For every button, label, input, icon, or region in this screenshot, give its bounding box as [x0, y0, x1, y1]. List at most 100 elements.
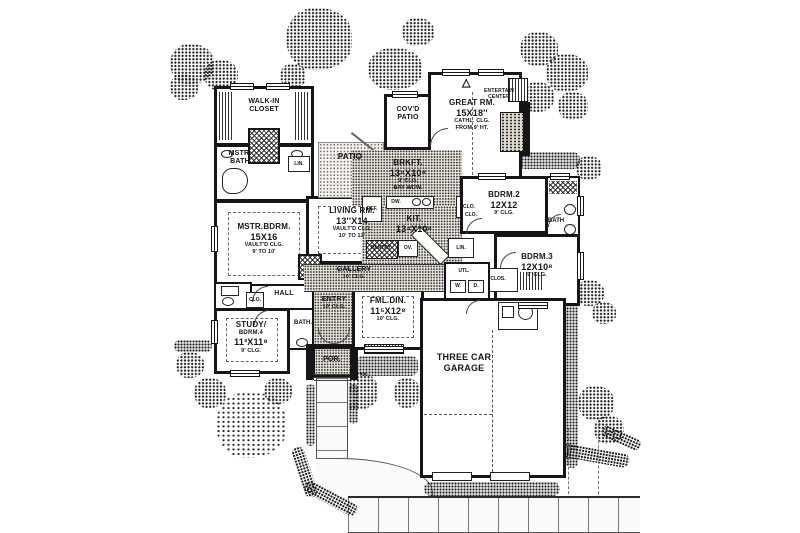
label-kitchen: KIT. 13⁴X10⁸ — [396, 214, 432, 234]
entertain-line2: CENTER — [488, 94, 510, 100]
bush — [576, 280, 604, 306]
bdrm3-clg1: 9' CLG. — [527, 272, 547, 279]
label-closet: CLO. — [249, 297, 261, 303]
label-garage: THREE CAR GARAGE — [437, 352, 491, 374]
chimney-wall — [519, 102, 530, 156]
label-hall: HALL — [274, 290, 293, 298]
window — [577, 252, 584, 280]
window — [577, 196, 584, 216]
hall-name: HALL — [274, 290, 294, 297]
linen-closet — [448, 238, 474, 258]
label-bedroom3: BDRM.3 12X10⁸ 9' CLG. — [521, 252, 553, 279]
label-closet: CLO. — [463, 204, 475, 210]
tree — [578, 386, 614, 420]
fml-din-dim: 11⁵X12⁸ — [370, 305, 406, 316]
entertainment-cabinet — [508, 78, 528, 102]
walkin-line1: WALK-IN — [248, 98, 280, 105]
window — [230, 370, 260, 377]
label-washer: W. — [455, 283, 461, 289]
mstr-bdrm-clg2: 9' TO 10' — [252, 248, 276, 255]
study-line2: BDRM.4 — [238, 329, 264, 336]
oven — [398, 240, 418, 257]
hedge — [518, 152, 580, 169]
window — [211, 226, 218, 252]
fml-din-clg1: 10' CLG. — [376, 316, 400, 323]
room-garage — [420, 298, 566, 478]
hedge — [174, 340, 212, 352]
shower — [248, 128, 280, 164]
sink — [422, 198, 431, 206]
entertain-line1: ENTERTAIN — [483, 88, 515, 94]
mstr-bdrm-name: MSTR.BDRM. — [237, 222, 291, 231]
mstr-bdrm-clg1: VAULT'D CLG. — [244, 242, 284, 249]
brkft-clg2: BAY WDW. — [393, 184, 423, 191]
label-entry: ENTRY 10' CLG. — [322, 296, 346, 311]
gallery-corridor — [304, 264, 446, 292]
brkft-clg1: 9' CLG. — [398, 178, 418, 185]
window — [211, 320, 218, 344]
tree — [368, 48, 422, 90]
fml-din-name: FML.DIN. — [369, 296, 407, 305]
great-dim: 15X18'' — [456, 107, 488, 118]
bush — [176, 352, 204, 378]
label-bedroom2: BDRM.2 12X12 9' CLG. — [488, 190, 520, 217]
brkft-name: BRKFT. — [393, 158, 423, 167]
tree — [286, 8, 352, 70]
label-refrigerator: REF. — [366, 206, 378, 212]
entry-clg1: 10' CLG. — [322, 304, 346, 311]
property-line — [598, 420, 599, 494]
bdrm2-dim: 12X12 — [490, 199, 518, 210]
living-name: LIVING RM. — [329, 206, 375, 215]
ridge-arrow-icon: △ — [462, 77, 471, 89]
label-entry-bath: BATH. — [294, 320, 312, 326]
furnace — [502, 306, 514, 318]
tree — [170, 74, 198, 100]
sink — [412, 198, 421, 206]
window — [364, 346, 404, 353]
patio-name: PATIO — [337, 152, 363, 161]
stone-fireplace — [500, 112, 524, 152]
label-closet: CLO. — [465, 212, 477, 218]
window — [230, 83, 254, 90]
front-hedge — [424, 482, 560, 496]
window — [550, 173, 570, 180]
garage-line1: THREE CAR — [436, 352, 492, 362]
porch-pier — [350, 344, 358, 380]
tree — [546, 54, 588, 92]
tub — [222, 168, 248, 194]
label-walkin-closet: WALK-IN CLOSET — [248, 98, 279, 115]
garage-door — [432, 472, 472, 481]
covd-line2: PATIO — [397, 114, 419, 122]
walkway-hedge — [306, 384, 315, 446]
great-clg2: FROM 9' HT. — [455, 124, 489, 131]
walkway-hedge — [349, 384, 358, 424]
vault-ceiling-line — [228, 212, 300, 276]
window — [392, 91, 418, 98]
brkft-dim: 13⁴X10⁸ — [389, 167, 427, 178]
pantry — [366, 240, 398, 259]
door-swing — [254, 310, 269, 325]
label-formal-dining: FML.DIN. 11⁵X12⁸ 10' CLG. — [370, 296, 406, 323]
garage-line2: GARAGE — [443, 362, 485, 373]
window — [442, 69, 470, 76]
closet-shelving — [520, 272, 542, 290]
bush — [576, 156, 602, 180]
label-linen: LIN. — [456, 245, 466, 251]
bdrm2-clg1: 9' CLG. — [494, 210, 514, 217]
gallery-name: GALLERY — [336, 266, 372, 273]
window — [478, 173, 506, 180]
great-clg1: CATHL. CLG. — [454, 118, 490, 125]
label-dryer: D. — [473, 283, 479, 289]
label-closet3: CLOS. — [490, 276, 506, 282]
front-walkway — [316, 378, 348, 464]
sink — [221, 150, 233, 158]
bdrm3-dim: 12X10⁸ — [521, 261, 553, 272]
walkin-line2: CLOSET — [249, 106, 279, 114]
closet-shelving — [219, 92, 233, 140]
garage-bay-line — [424, 414, 492, 415]
mstr-bath-line2: BATH — [230, 158, 250, 166]
side-planting — [566, 304, 578, 468]
label-study: STUDY/ BDRM.4 11³X11⁸ 9' CLG. — [234, 320, 268, 354]
kitchen-dim: 13⁴X10⁸ — [395, 223, 433, 234]
